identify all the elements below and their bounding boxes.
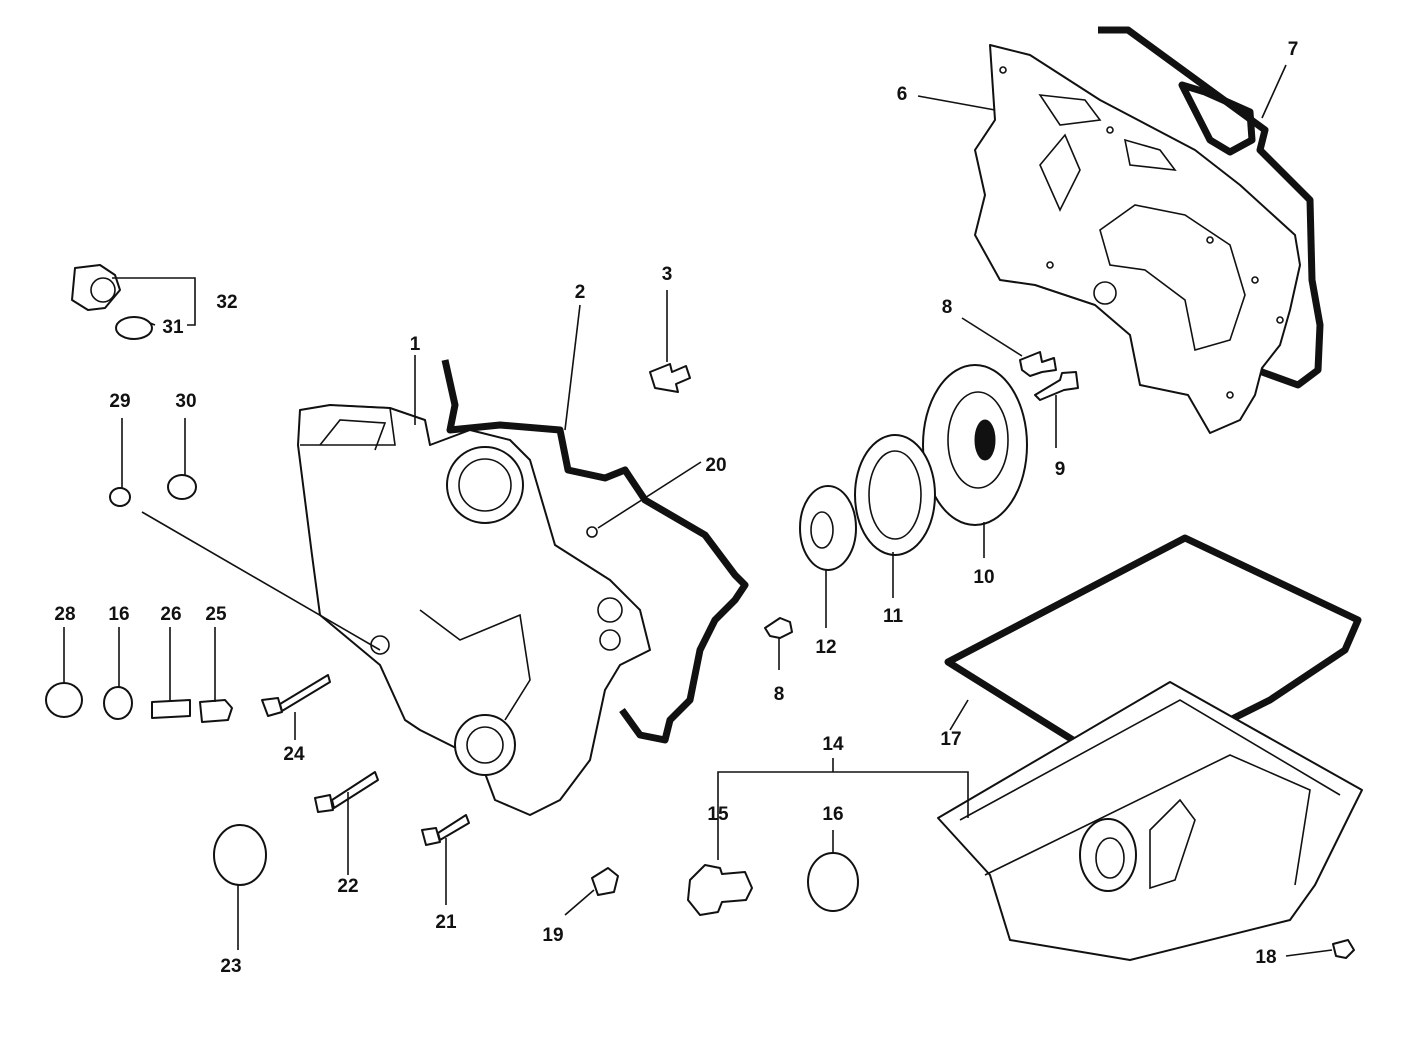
leader-lines [63,64,1333,957]
callout-7: 7 [1288,39,1299,60]
spring-26 [151,699,191,719]
bush-30 [167,474,197,500]
callout-23: 23 [220,956,241,977]
plug-19 [591,867,619,896]
washer-16-left [103,686,133,720]
bolt-3 [649,363,691,393]
o-ring [115,316,153,340]
outer-rotor [854,434,936,556]
callout-11: 11 [883,606,904,627]
callout-25: 25 [205,604,227,625]
plug-29 [109,487,131,507]
bolt-24 [261,674,331,717]
callout-10: 10 [973,567,994,588]
bolt-21 [421,814,470,846]
callout-30: 30 [175,391,196,412]
plunger-25 [199,699,233,723]
callout-32: 32 [216,292,237,313]
callout-21: 21 [435,912,457,933]
gear-case [297,404,651,816]
filler-cap [71,264,121,311]
callout-29: 29 [109,391,130,412]
callout-16-left: 16 [108,604,129,625]
inner-rotor-gear [799,485,857,571]
oil-pump-housing [922,364,1028,526]
callout-28: 28 [54,604,75,625]
rear-plate [974,44,1301,434]
bolt-8-upper [1019,351,1057,377]
callout-labels: 1 2 3 6 7 8 8 9 10 11 12 14 15 16 16 17 … [54,39,1298,977]
bolt-22 [314,771,379,813]
callout-16-right: 16 [822,804,843,825]
callout-26: 26 [160,604,181,625]
callout-15: 15 [707,804,729,825]
callout-17: 17 [940,729,961,750]
callout-3: 3 [662,264,673,285]
drain-plug-15 [687,864,753,916]
callout-24: 24 [283,744,305,765]
oil-pan [937,681,1363,961]
bolt-18 [1332,939,1355,959]
callout-18: 18 [1255,947,1276,968]
callout-9: 9 [1055,459,1066,480]
callout-6: 6 [897,84,908,105]
callout-20: 20 [705,455,726,476]
callout-19: 19 [542,925,563,946]
callout-22: 22 [337,876,358,897]
bolt-8-lower [764,617,793,639]
callout-31: 31 [162,317,184,338]
callout-1: 1 [410,334,421,355]
seal-23 [213,824,267,886]
callout-8-upper: 8 [942,297,953,318]
washer-16-right [807,852,859,912]
callout-14: 14 [822,734,844,755]
front-cover-gasket [441,359,749,744]
cap-28 [45,682,83,718]
pin-20 [586,526,598,538]
callout-2: 2 [575,282,586,303]
bolt-9 [1034,371,1079,401]
callout-12: 12 [815,637,836,658]
callout-8-lower: 8 [774,684,785,705]
